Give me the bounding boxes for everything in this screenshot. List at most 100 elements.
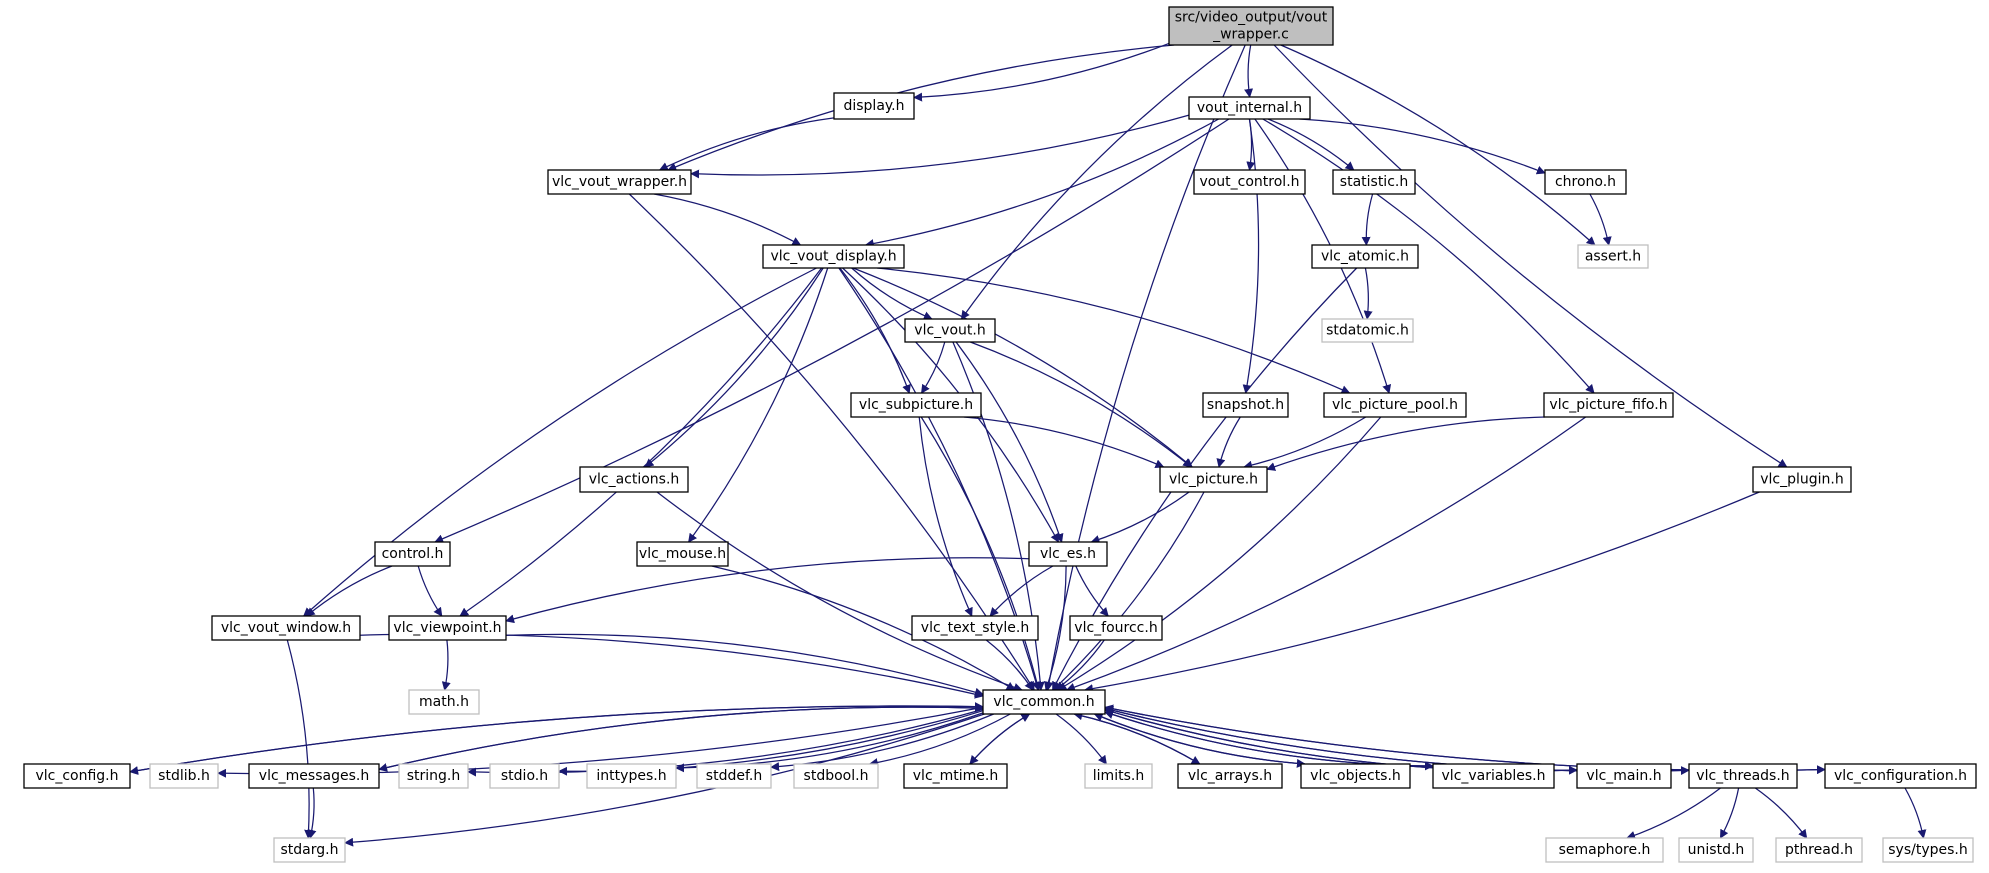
node-label: vlc_picture.h xyxy=(1169,472,1258,488)
node-box xyxy=(374,541,451,567)
node-vlc-mouse-h[interactable]: vlc_mouse.h xyxy=(636,541,729,567)
node-vlc-variables-h[interactable]: vlc_variables.h xyxy=(1432,763,1555,789)
node-control-h[interactable]: control.h xyxy=(374,541,451,567)
node-vlc-mtime-h[interactable]: vlc_mtime.h xyxy=(903,763,1008,789)
node-vlc-objects-h[interactable]: vlc_objects.h xyxy=(1300,763,1411,789)
edge-line xyxy=(969,713,1031,765)
node-stdbool-h: stdbool.h xyxy=(793,763,879,789)
node-vlc-picture-pool-h[interactable]: vlc_picture_pool.h xyxy=(1323,392,1467,418)
node-box xyxy=(911,615,1039,641)
node-vlc-picture-h[interactable]: vlc_picture.h xyxy=(1159,466,1268,493)
edge-line xyxy=(1054,639,1105,691)
node-box xyxy=(1688,763,1798,789)
node-box xyxy=(547,169,692,195)
node-label: vlc_mouse.h xyxy=(639,546,726,562)
edge-vlc_es_h-to-vlc_text_style_h xyxy=(989,565,1054,617)
node-vlc-arrays-h[interactable]: vlc_arrays.h xyxy=(1177,763,1283,789)
edge-vlc_common_h-to-limits_h xyxy=(1055,713,1107,765)
edge-vlc_vout_h-to-vlc_common_h xyxy=(952,341,1045,691)
node-vlc-viewpoint-h[interactable]: vlc_viewpoint.h xyxy=(388,615,507,641)
edge-vout_internal_h-to-statistic_h xyxy=(1267,118,1355,171)
edge-line xyxy=(1044,44,1246,691)
edge-vlc_configuration_h-to-vlc_common_h xyxy=(1104,704,1826,772)
node-box xyxy=(982,689,1106,715)
edge-line xyxy=(989,565,1054,617)
edge-line xyxy=(505,557,1030,624)
node-label: stdbool.h xyxy=(804,768,869,784)
edge-vlc_messages_h-to-vlc_common_h xyxy=(378,703,984,771)
node-vlc-threads-h[interactable]: vlc_threads.h xyxy=(1688,763,1798,789)
node-vlc-subpicture-h[interactable]: vlc_subpicture.h xyxy=(850,392,982,418)
edge-vlc_vout_window_h-to-stdarg_h xyxy=(286,639,314,839)
edge-line xyxy=(417,565,443,617)
edges-layer xyxy=(129,42,1927,847)
node-box xyxy=(1882,837,1974,863)
edge-vlc_vout_display_h-to-vlc_vout_window_h xyxy=(303,267,817,617)
edge-line xyxy=(1052,491,1205,691)
edge-vlc_common_h-to-stdarg_h xyxy=(344,713,985,847)
node-box xyxy=(1202,392,1289,418)
node-box xyxy=(1323,392,1467,418)
edge-vlc_fourcc_h-to-vlc_common_h xyxy=(1054,639,1105,691)
node-chrono-h[interactable]: chrono.h xyxy=(1544,169,1627,195)
node-vlc-fourcc-h[interactable]: vlc_fourcc.h xyxy=(1069,615,1163,641)
node-vlc-main-h[interactable]: vlc_main.h xyxy=(1576,763,1672,789)
edge-vlc_common_h-to-vlc_messages_h xyxy=(378,706,984,772)
node-vlc-messages-h[interactable]: vlc_messages.h xyxy=(248,763,380,789)
edge-line xyxy=(505,633,984,697)
node-vlc-configuration-h[interactable]: vlc_configuration.h xyxy=(1824,763,1977,789)
node-vlc-config-h[interactable]: vlc_config.h xyxy=(23,763,131,789)
node-label: vlc_es.h xyxy=(1040,546,1096,562)
node-assert-h: assert.h xyxy=(1577,244,1649,269)
node-snapshot-h[interactable]: snapshot.h xyxy=(1202,392,1289,418)
node-label: string.h xyxy=(407,768,461,784)
node-vlc-vout-wrapper-h[interactable]: vlc_vout_wrapper.h xyxy=(547,169,692,195)
edge-vlc_vout_wrapper_h-to-vlc_vout_display_h xyxy=(653,193,802,246)
edge-vlc_vout_h-to-vlc_subpicture_h xyxy=(920,341,946,394)
edge-line xyxy=(876,267,1351,394)
node-box xyxy=(149,763,219,789)
edge-line xyxy=(1090,491,1190,544)
edge-line xyxy=(1363,267,1373,320)
node-vlc-plugin-h[interactable]: vlc_plugin.h xyxy=(1752,466,1852,493)
node-box xyxy=(1188,96,1311,120)
node-vlc-es-h[interactable]: vlc_es.h xyxy=(1028,541,1108,567)
node-vlc-text-style-h[interactable]: vlc_text_style.h xyxy=(911,615,1039,641)
node-vout-internal-h[interactable]: vout_internal.h xyxy=(1188,96,1311,120)
edge-control_h-to-vlc_viewpoint_h xyxy=(417,565,443,617)
node-label: math.h xyxy=(419,694,469,710)
node-box xyxy=(1084,763,1153,789)
node-box xyxy=(388,615,507,641)
edge-vlc_viewpoint_h-to-vlc_common_h xyxy=(505,633,984,697)
edge-line xyxy=(378,706,984,772)
edge-vlc_atomic_h-to-stdatomic_h xyxy=(1363,267,1373,320)
node-stdlib-h: stdlib.h xyxy=(149,763,219,789)
edge-root-to-display_h xyxy=(913,42,1170,102)
edge-line xyxy=(1299,118,1546,175)
node-label: stdarg.h xyxy=(281,842,339,858)
edge-vlc_common_h-to-vlc_configuration_h xyxy=(1104,706,1826,775)
edge-vlc_threads_h-to-vlc_common_h xyxy=(1104,706,1690,772)
node-box xyxy=(579,466,689,493)
node-label: chrono.h xyxy=(1555,174,1616,190)
node-vlc-picture-fifo-h[interactable]: vlc_picture_fifo.h xyxy=(1543,392,1674,418)
edge-line xyxy=(434,118,1230,543)
node-vlc-atomic-h[interactable]: vlc_atomic.h xyxy=(1311,244,1419,269)
edge-line xyxy=(1057,416,1382,691)
node-vlc-common-h[interactable]: vlc_common.h xyxy=(982,689,1106,715)
edge-line xyxy=(1093,712,1306,765)
node-statistic-h[interactable]: statistic.h xyxy=(1332,169,1416,195)
node-vlc-vout-h[interactable]: vlc_vout.h xyxy=(904,318,996,343)
node-box xyxy=(1300,763,1411,789)
node-box xyxy=(1193,169,1306,195)
edge-line xyxy=(1104,706,1826,775)
node-display-h[interactable]: display.h xyxy=(833,92,915,120)
node-vlc-vout-window-h[interactable]: vlc_vout_window.h xyxy=(211,615,361,641)
edge-vlc_viewpoint_h-to-math_h xyxy=(441,639,451,691)
node-vout-control-h[interactable]: vout_control.h xyxy=(1193,169,1306,195)
node-semaphore-h: semaphore.h xyxy=(1545,837,1664,863)
edge-line xyxy=(303,267,817,617)
node-vlc-actions-h[interactable]: vlc_actions.h xyxy=(579,466,689,493)
node-vlc-vout-display-h[interactable]: vlc_vout_display.h xyxy=(762,244,905,269)
